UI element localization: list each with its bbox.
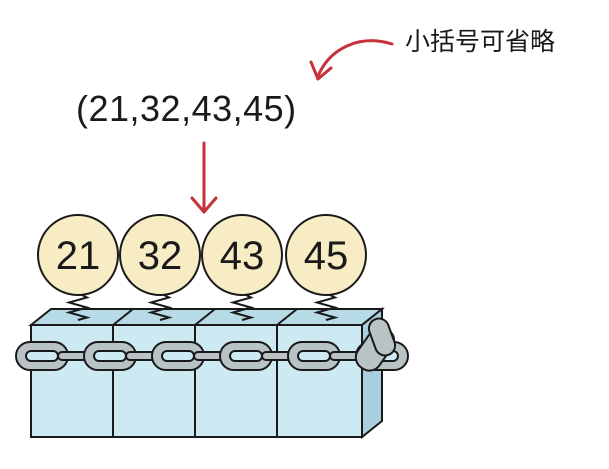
curved-arrow-head [309, 60, 333, 81]
chain-link-hole [229, 350, 263, 362]
ball-circle [37, 214, 119, 296]
chain [15, 317, 409, 372]
ball-label: 43 [220, 234, 265, 278]
ball: 21 [37, 214, 119, 296]
down-arrow-head [190, 196, 218, 214]
ball-label: 32 [138, 234, 183, 278]
chain-wrap-link [367, 317, 397, 357]
chain-link-hole [25, 350, 59, 362]
chain-link-hole [93, 350, 127, 362]
ball: 32 [119, 214, 201, 296]
ball-circle [201, 214, 283, 296]
chain-link-hole [297, 350, 331, 362]
ball-circle [285, 214, 367, 296]
box-top-divider [276, 308, 298, 326]
ball-circle [119, 214, 201, 296]
spring [229, 292, 255, 321]
chain-link-hole [161, 350, 195, 362]
spring [147, 292, 173, 321]
annotation-label: 小括号可省略 [405, 27, 556, 56]
curved-arrow [316, 39, 394, 78]
balls: 21 32 43 45 [37, 214, 367, 296]
ball-label: 21 [56, 234, 101, 278]
ball: 43 [201, 214, 283, 296]
ball-label: 45 [304, 234, 349, 278]
springs [65, 292, 339, 321]
tuple-expression: (21,32,43,45) [76, 88, 297, 129]
ball: 45 [285, 214, 367, 296]
box-top-divider [194, 308, 216, 326]
container-box [28, 306, 385, 440]
box-top-divider [112, 308, 134, 326]
spring [313, 292, 339, 321]
spring [65, 292, 91, 321]
